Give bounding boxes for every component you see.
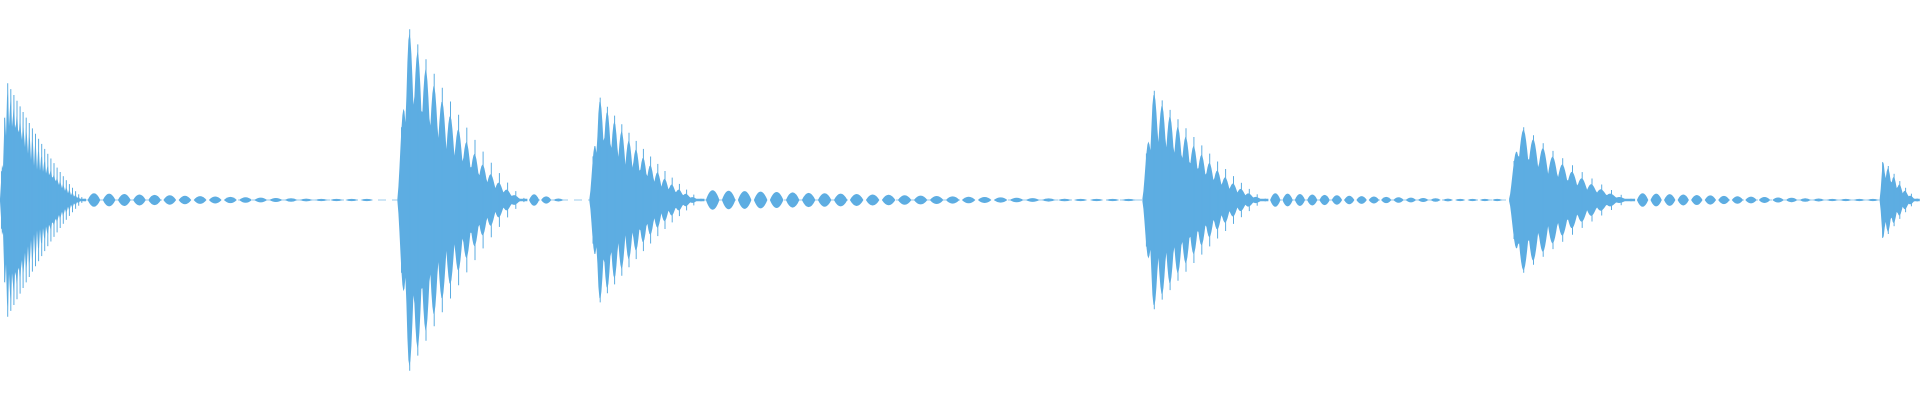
transient-4-tail-blip (1479, 198, 1490, 202)
transient-4-tail-blip (1418, 197, 1429, 203)
transient-5-tail-blip (1826, 198, 1838, 202)
transient-1-tail-blip (102, 193, 116, 207)
transient-3-tail-blip (1105, 198, 1120, 202)
transient-3-tail-blip (721, 190, 736, 210)
transient-3-tail-blip (881, 194, 896, 206)
transient-3-tail-blip (1025, 198, 1040, 202)
transient-1-tail-blip (284, 198, 298, 202)
transient-4-tail-blip (1270, 193, 1281, 207)
transient-1-tail-blip (163, 195, 177, 205)
transient-4-tail-blip (1455, 198, 1466, 202)
transient-5-tail-blip (1785, 197, 1798, 203)
transient-4-tail-blip (1405, 197, 1417, 203)
transient-1-tail-blip (148, 194, 161, 206)
transient-3-tail-blip (801, 192, 816, 208)
transient-4-tail-blip (1294, 194, 1306, 206)
transient-1-tail-blip (360, 198, 374, 202)
transient-4-tail-blip (1356, 196, 1367, 204)
transient-4 (1142, 90, 1503, 310)
transient-1-tail-blip (269, 197, 283, 203)
transient-4-burst (1142, 94, 1269, 306)
transient-4-tail-blip (1368, 196, 1380, 204)
transient-1-tail-blip (315, 198, 328, 202)
transient-2-burst (397, 34, 528, 366)
transient-5-tail-blip (1718, 195, 1730, 205)
transient-3-tail-blip (1057, 198, 1072, 202)
transient-3-tail-blip (897, 195, 912, 205)
transient-3-tail-blip (1121, 198, 1136, 202)
transient-4-tail-blip (1430, 198, 1441, 202)
transient-3-tail-blip (769, 192, 784, 208)
transient-5-tail-blip (1772, 197, 1784, 203)
transient-1-tail-blip (345, 198, 358, 202)
transient-5-tail-blip (1664, 194, 1676, 206)
transient-1-tail-blip (224, 196, 237, 204)
transient-3-tail-blip (785, 192, 800, 208)
transient-5-tail-blip (1867, 198, 1879, 202)
transient-2 (397, 29, 564, 371)
transient-3-tail-blip (945, 196, 960, 204)
transient-3-tail-blip (1073, 198, 1088, 202)
transient-3-tail-blip (1009, 197, 1024, 203)
transient-5-tail-blip (1691, 195, 1703, 205)
transient-2-tail-blip (529, 194, 540, 206)
transient-3-tail-blip (817, 193, 832, 207)
transient-4-tail-blip (1344, 195, 1355, 205)
transient-1-tail-blip (133, 194, 146, 206)
transient-1-burst (0, 89, 86, 311)
transient-5-tail-blip (1799, 198, 1811, 202)
transient-5-tail-blip (1840, 198, 1852, 202)
transient-3-burst (589, 101, 705, 299)
transient-1-tail-blip (193, 196, 207, 204)
transient-5-tail-blip (1813, 198, 1825, 202)
transient-5-tail-blip (1853, 198, 1865, 202)
transient-1-tail-blip (178, 195, 192, 205)
transient-1-tail-blip (254, 197, 268, 203)
transient-5-tail-blip (1636, 193, 1649, 207)
transient-3-tail-blip (753, 191, 768, 209)
transient-4-tail-blip (1307, 194, 1318, 206)
transient-1-tail-blip (239, 197, 252, 203)
transient-5-tail-blip (1758, 197, 1771, 203)
transient-4-tail-blip (1393, 197, 1404, 203)
transient-6 (1879, 161, 1920, 239)
transient-3-tail-blip (1041, 198, 1056, 202)
transient-3-tail-blip (737, 191, 752, 209)
transient-1-tail-blip (330, 198, 343, 202)
transient-3-tail-blip (849, 194, 864, 206)
transient-4-tail-blip (1442, 198, 1454, 202)
transient-2-tail-blip (553, 198, 564, 202)
transient-5-tail-blip (1745, 196, 1757, 204)
transient-4-tail-blip (1467, 198, 1478, 202)
transient-3-tail-blip (913, 195, 928, 205)
transient-3 (589, 97, 1136, 303)
transient-1-tail-blip (208, 196, 222, 204)
transient-3-tail-blip (977, 197, 992, 203)
transient-3-tail-blip (705, 190, 720, 210)
transient-5-tail-blip (1650, 193, 1662, 207)
transient-5-tail-blip (1731, 196, 1744, 204)
transient-5 (1509, 127, 1879, 273)
transient-1 (0, 83, 374, 317)
transient-3-tail-blip (929, 195, 944, 205)
transient-1-tail-blip (117, 194, 131, 206)
transient-4-tail-blip (1282, 193, 1293, 207)
transient-3-tail-blip (833, 193, 848, 207)
transient-4-tail-blip (1492, 198, 1503, 202)
transient-2-tail-blip (541, 196, 552, 204)
transient-1-tail-blip (299, 198, 313, 202)
transient-4-tail-blip (1381, 196, 1392, 204)
transient-5-tail-blip (1677, 194, 1689, 206)
transient-1-tail-blip (87, 193, 101, 207)
waveform-transients (0, 29, 1920, 371)
transient-4-tail-blip (1319, 194, 1330, 206)
transient-3-tail-blip (993, 197, 1008, 203)
transient-3-tail-blip (961, 196, 976, 204)
transient-3-tail-blip (1089, 198, 1104, 202)
transient-3-tail-blip (865, 194, 880, 206)
transient-4-tail-blip (1331, 195, 1343, 205)
transient-5-tail-blip (1704, 195, 1716, 205)
